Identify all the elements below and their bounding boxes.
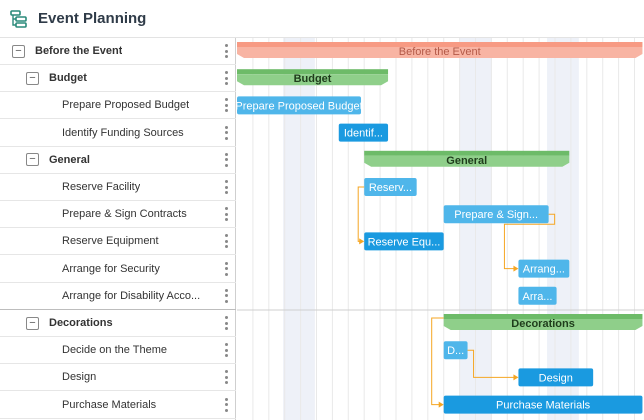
weekend-band	[283, 38, 315, 420]
row-menu-icon[interactable]	[224, 152, 228, 167]
bar-label: Reserve Equ...	[368, 236, 441, 248]
row-label: Arrange for Disability Acco...	[62, 289, 201, 302]
row-menu-icon[interactable]	[224, 234, 228, 249]
summary-bar	[364, 155, 570, 167]
row-label: Decorations	[49, 317, 113, 329]
task-bar	[518, 368, 594, 387]
bar-label: Design	[539, 372, 573, 384]
row-label: Arrange for Security	[62, 262, 160, 275]
collapse-icon[interactable]: −	[12, 44, 25, 58]
dependency-arrow	[438, 401, 444, 408]
bar-label: Reserv...	[369, 182, 412, 194]
task-row-contracts[interactable]: Prepare & Sign Contracts	[0, 201, 236, 229]
row-label: Identify Funding Sources	[62, 126, 184, 139]
task-row-prep-budget[interactable]: Prepare Proposed Budget	[0, 92, 236, 120]
summary-bar	[237, 47, 643, 58]
row-menu-icon[interactable]	[224, 180, 228, 194]
dependency-link	[357, 186, 365, 242]
bar-label: Before the Event	[399, 46, 481, 58]
group-row-general[interactable]: −General	[0, 147, 236, 174]
group-row-decorations[interactable]: −Decorations	[0, 310, 236, 337]
task-row-equipment[interactable]: Reserve Equipment	[0, 228, 236, 256]
row-menu-icon[interactable]	[224, 44, 228, 58]
task-row-security[interactable]: Arrange for Security	[0, 256, 236, 283]
dependency-arrow	[513, 374, 519, 381]
row-label: General	[49, 153, 90, 166]
task-bar	[338, 123, 389, 142]
bar-label: Decorations	[511, 318, 575, 330]
task-row-purchase[interactable]: Purchase Materials	[0, 392, 236, 419]
bar-label: Prepare & Sign...	[454, 209, 538, 221]
row-label: Purchase Materials	[62, 398, 157, 411]
app-header: Event Planning	[0, 0, 644, 38]
summary-bar-top	[237, 42, 643, 47]
task-bar	[518, 259, 570, 278]
dependency-link	[431, 317, 444, 406]
row-label: Design	[62, 371, 97, 384]
bar-label: General	[446, 155, 487, 167]
bar-label: Identif...	[344, 128, 383, 140]
task-bar	[364, 178, 417, 196]
row-menu-icon[interactable]	[224, 207, 228, 222]
group-row-before[interactable]: −Before the Event	[0, 38, 236, 65]
row-label: Before the Event	[35, 45, 123, 57]
task-bar	[443, 341, 468, 360]
task-row-disability[interactable]: Arrange for Disability Acco...	[0, 283, 236, 310]
summary-bar	[237, 74, 389, 86]
row-menu-icon[interactable]	[224, 370, 228, 385]
bar-label: Prepare Proposed Budget	[237, 100, 363, 112]
bar-label: D...	[447, 345, 464, 357]
weekend-band	[547, 38, 579, 420]
row-label: Reserve Facility	[62, 181, 141, 193]
row-menu-icon[interactable]	[224, 261, 228, 276]
row-menu-icon[interactable]	[224, 71, 228, 86]
dependency-link	[467, 349, 517, 378]
dependency-arrow	[513, 265, 519, 272]
task-row-design[interactable]: Design	[0, 364, 236, 392]
row-label: Decide on the Theme	[62, 344, 167, 357]
task-row-funding[interactable]: Identify Funding Sources	[0, 120, 236, 147]
row-menu-icon[interactable]	[224, 288, 228, 303]
row-menu-icon[interactable]	[224, 98, 228, 113]
task-bar	[518, 286, 557, 305]
gantt-tree-icon	[10, 9, 28, 28]
task-row-facility[interactable]: Reserve Facility	[0, 174, 236, 201]
row-menu-icon[interactable]	[224, 343, 228, 358]
task-bar	[364, 232, 444, 251]
row-menu-icon[interactable]	[224, 125, 228, 140]
bar-label: Budget	[294, 73, 332, 85]
row-label: Budget	[49, 72, 87, 85]
dependency-link	[503, 213, 556, 270]
row-label: Prepare Proposed Budget	[62, 99, 190, 112]
summary-bar	[443, 319, 643, 330]
collapse-icon[interactable]: −	[26, 316, 39, 330]
row-menu-icon[interactable]	[224, 316, 228, 330]
task-row-theme[interactable]: Decide on the Theme	[0, 337, 236, 365]
summary-bar-top	[364, 150, 570, 156]
task-bar	[237, 96, 362, 115]
dependency-arrow	[359, 238, 365, 245]
task-bar	[443, 395, 643, 414]
bar-label: Arrang...	[523, 264, 565, 276]
collapse-icon[interactable]: −	[26, 71, 39, 85]
group-row-budget[interactable]: −Budget	[0, 65, 236, 93]
summary-bar-top	[443, 314, 643, 319]
row-menu-icon[interactable]	[224, 397, 228, 412]
bar-label: Purchase Materials	[496, 400, 591, 412]
row-label: Prepare & Sign Contracts	[62, 208, 187, 221]
page-title: Event Planning	[38, 10, 147, 27]
bar-label: Arra...	[523, 291, 553, 303]
task-bar	[443, 205, 549, 224]
summary-bar-top	[237, 69, 389, 75]
collapse-icon[interactable]: −	[26, 153, 39, 167]
row-label: Reserve Equipment	[62, 235, 159, 248]
